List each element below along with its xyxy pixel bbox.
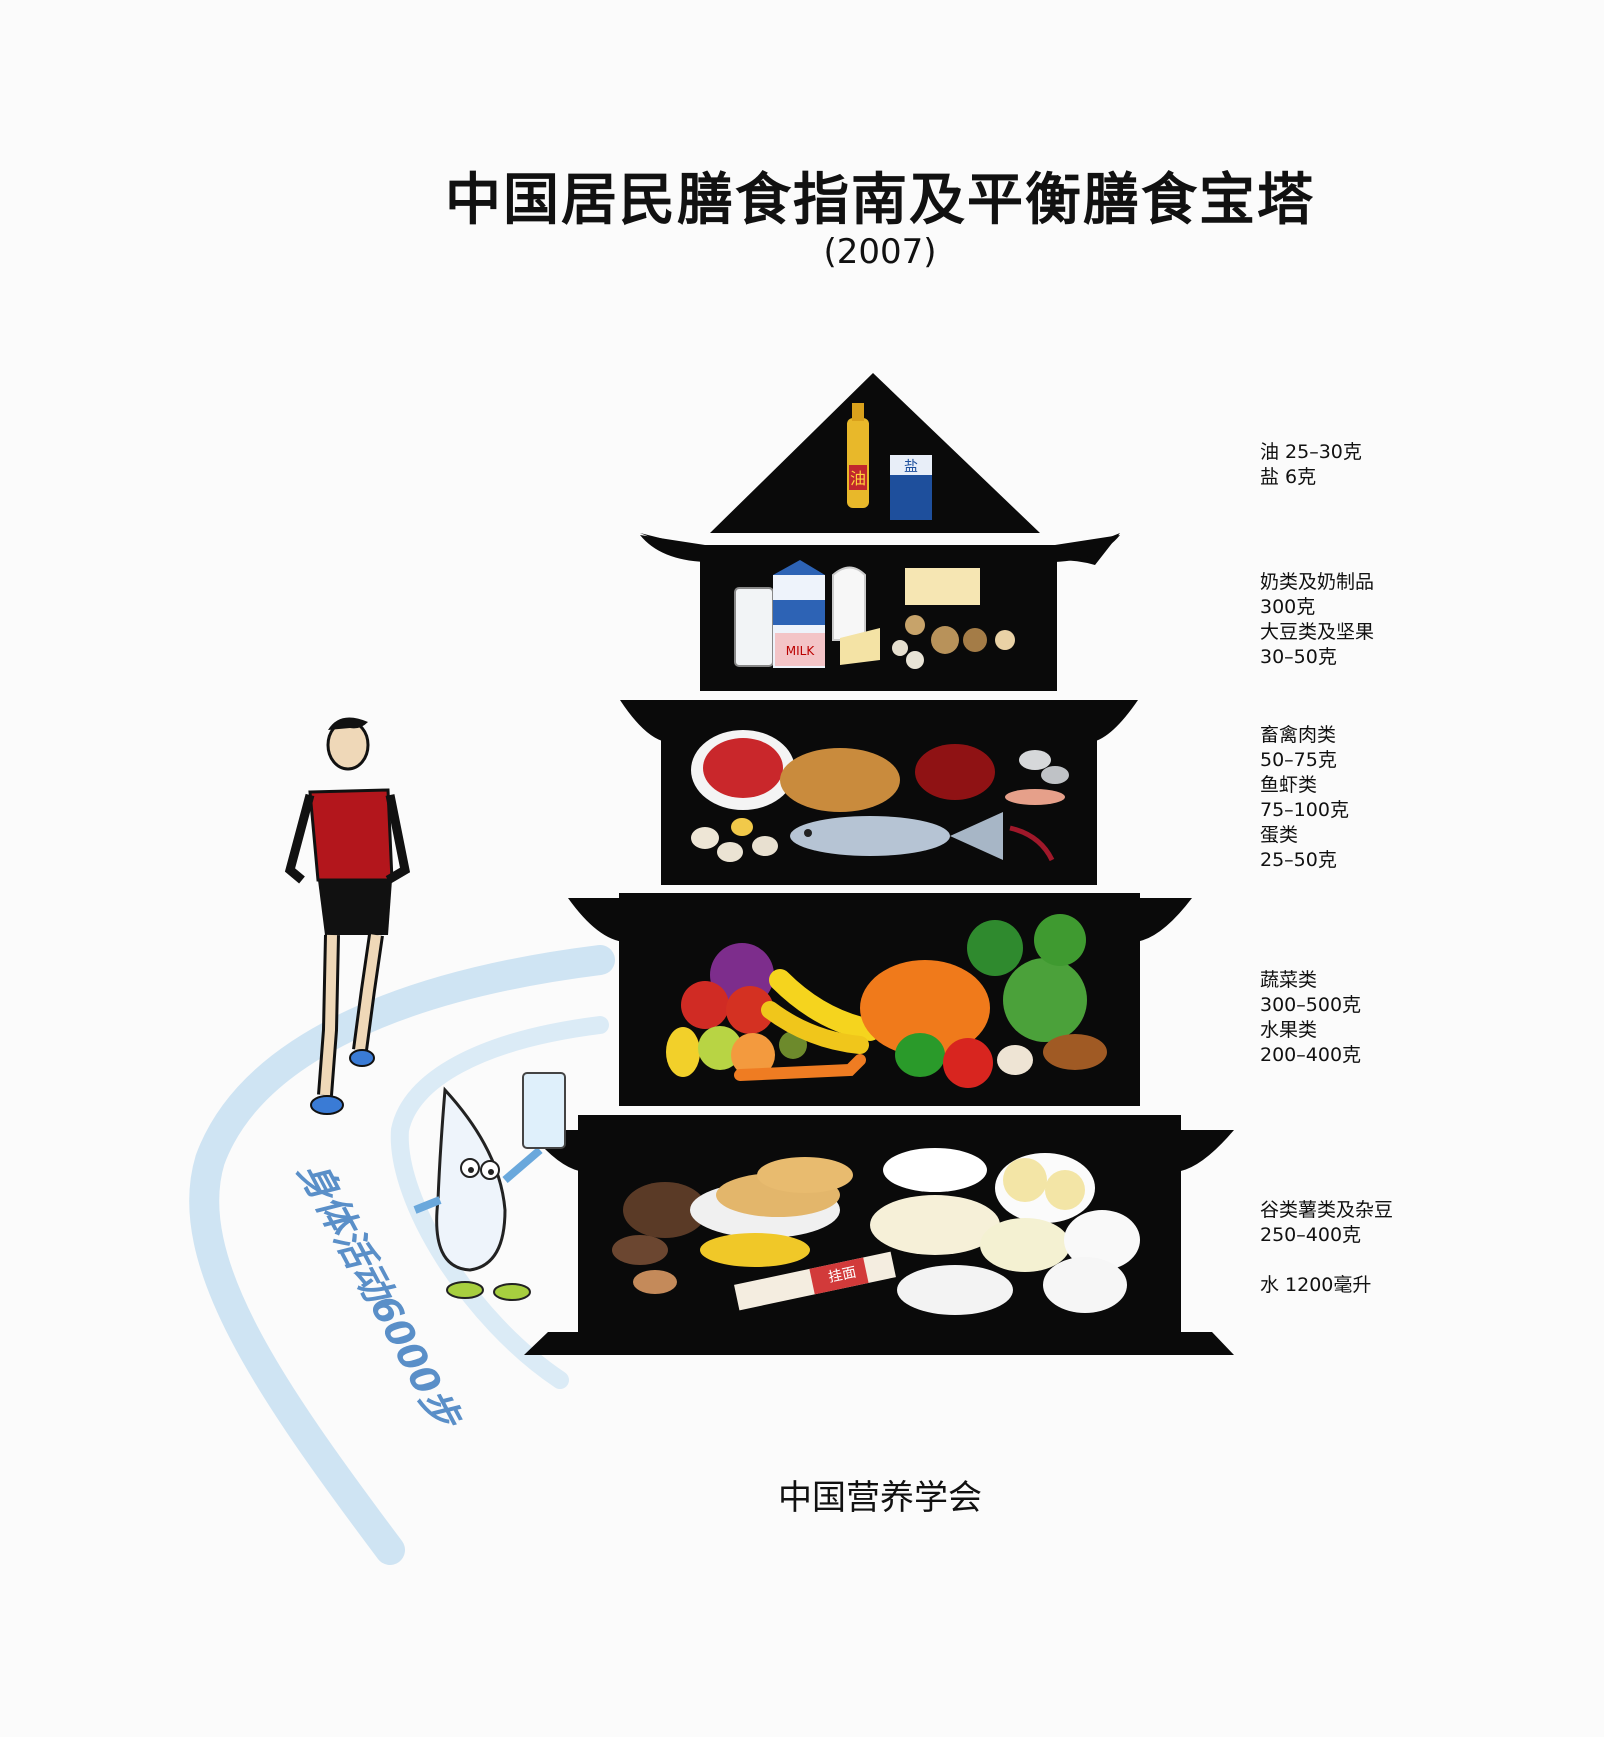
- water-drop-mascot: [413, 1072, 566, 1301]
- tier-label-grains-water: 谷类薯类及杂豆 250–400克 水 1200毫升: [1260, 1199, 1394, 1296]
- page-title: 中国居民膳食指南及平衡膳食宝塔: [445, 167, 1315, 233]
- tier-label-oil-salt: 油 25–30克 盐 6克: [1260, 441, 1362, 488]
- fruit-vegetable-illustration: [666, 914, 1107, 1088]
- page-year: (2007): [823, 232, 937, 272]
- salt-bag-label: 盐: [904, 459, 918, 475]
- oil-bottle-label: 油: [850, 469, 866, 488]
- svg-text:MILK: MILK: [786, 644, 816, 658]
- tier-label-vegetable-fruit: 蔬菜类 300–500克 水果类 200–400克: [1260, 969, 1362, 1066]
- footer-org: 中国营养学会: [778, 1478, 982, 1518]
- tier-label-dairy-beans: 奶类及奶制品 300克 大豆类及坚果 30–50克: [1260, 571, 1375, 668]
- tier-label-meat-fish-egg: 畜禽肉类 50–75克 鱼虾类 75–100克 蛋类 25–50克: [1260, 724, 1349, 871]
- meat-fish-egg-illustration: [691, 730, 1069, 862]
- pagoda-roof-top: [710, 373, 1040, 533]
- grain-illustration: 挂面: [612, 1148, 1140, 1315]
- oil-salt-illustration: 油 盐: [847, 403, 932, 520]
- runner-figure: [284, 717, 411, 1115]
- noodle-pack-label: 挂面: [827, 1264, 858, 1285]
- dairy-beans-illustration: MILK: [734, 560, 1015, 669]
- running-path: [189, 945, 615, 1565]
